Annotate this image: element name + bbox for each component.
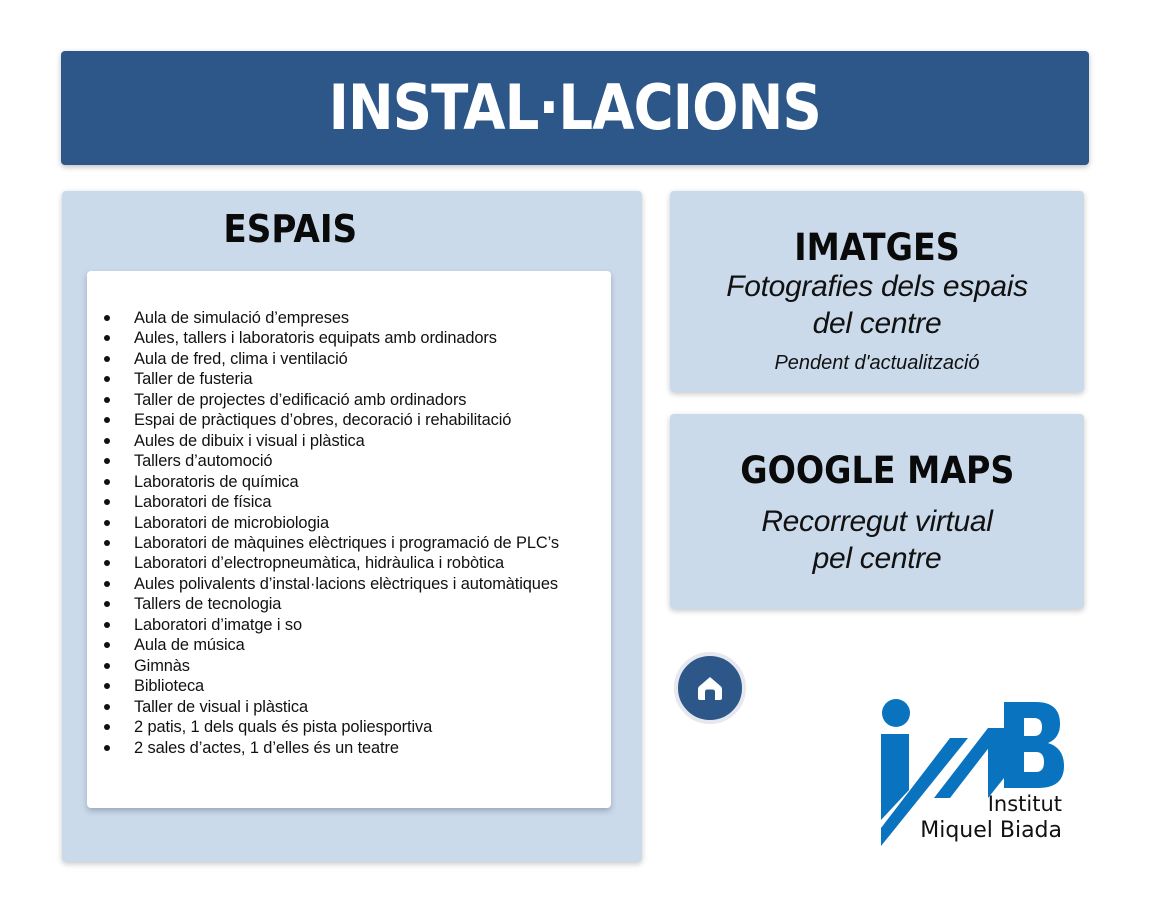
bullet-icon bbox=[104, 315, 110, 321]
list-item: Tallers de tecnologia bbox=[104, 594, 559, 614]
logo-text-name: Miquel Biada bbox=[920, 818, 1062, 843]
list-item: Aula de fred, clima i ventilació bbox=[104, 349, 559, 369]
bullet-icon bbox=[104, 724, 110, 731]
imatges-card[interactable]: IMATGES Fotografies dels espais del cent… bbox=[670, 191, 1084, 392]
bullet-icon bbox=[104, 662, 110, 669]
list-item: Aules polivalents d’instal·lacions elèct… bbox=[104, 574, 559, 594]
institut-logo: Institut Miquel Biada bbox=[878, 698, 1068, 848]
list-item: Aula de música bbox=[104, 635, 559, 655]
google-maps-subtitle-line2: pel centre bbox=[812, 542, 942, 575]
list-item: Laboratori d’imatge i so bbox=[104, 615, 559, 635]
bullet-icon bbox=[104, 560, 110, 567]
bullet-icon bbox=[104, 437, 110, 444]
page-header: INSTAL·LACIONS bbox=[61, 51, 1089, 165]
google-maps-heading: GOOGLE MAPS bbox=[739, 449, 1015, 492]
list-item: 2 patis, 1 dels quals és pista poliespor… bbox=[104, 717, 559, 737]
google-maps-subtitle-line1: Recorregut virtual bbox=[761, 505, 993, 538]
page-title: INSTAL·LACIONS bbox=[328, 71, 822, 144]
list-item: Laboratori d’electropneumàtica, hidràuli… bbox=[104, 553, 559, 573]
bullet-icon bbox=[104, 539, 110, 546]
google-maps-card[interactable]: GOOGLE MAPS Recorregut virtual pel centr… bbox=[670, 414, 1084, 609]
home-icon bbox=[698, 677, 722, 700]
bullet-icon bbox=[104, 744, 110, 751]
espais-heading-wrap: ESPAIS bbox=[0, 210, 580, 248]
bullet-icon bbox=[104, 355, 110, 362]
bullet-icon bbox=[104, 519, 110, 526]
imatges-pending-note: Pendent d'actualització bbox=[774, 352, 980, 374]
bullet-icon bbox=[104, 580, 110, 587]
list-item: Laboratori de física bbox=[104, 492, 559, 512]
bullet-icon bbox=[104, 621, 110, 628]
bullet-icon bbox=[104, 335, 110, 342]
bullet-icon bbox=[104, 458, 110, 465]
list-item: Espai de pràctiques d’obres, decoració i… bbox=[104, 410, 559, 430]
home-button[interactable] bbox=[674, 652, 746, 724]
list-item: Laboratoris de química bbox=[104, 472, 559, 492]
list-item: 2 sales d’actes, 1 d’elles és un teatre bbox=[104, 738, 559, 758]
list-item: Taller de projectes d’edificació amb ord… bbox=[104, 390, 559, 410]
list-item: Biblioteca bbox=[104, 676, 559, 696]
imatges-subtitle-line2: del centre bbox=[812, 307, 942, 340]
bullet-icon bbox=[104, 478, 110, 485]
list-item: Gimnàs bbox=[104, 656, 559, 676]
espais-heading: ESPAIS bbox=[223, 207, 357, 251]
imb-logo-mark-icon bbox=[881, 699, 1064, 846]
bullet-icon bbox=[104, 376, 110, 383]
logo-text-institut: Institut bbox=[987, 792, 1062, 816]
espais-list: Aula de simulació d’empreses Aules, tall… bbox=[104, 308, 559, 758]
list-item: Taller de fusteria bbox=[104, 369, 559, 389]
bullet-icon bbox=[104, 642, 110, 649]
list-item: Tallers d’automoció bbox=[104, 451, 559, 471]
bullet-icon bbox=[104, 703, 110, 710]
bullet-icon bbox=[104, 499, 110, 506]
bullet-icon bbox=[104, 396, 110, 403]
bullet-icon bbox=[104, 601, 110, 608]
imatges-subtitle-line1: Fotografies dels espais bbox=[726, 270, 1028, 303]
bullet-icon bbox=[104, 683, 110, 690]
list-item: Aula de simulació d’empreses bbox=[104, 308, 559, 328]
list-item: Laboratori de microbiologia bbox=[104, 513, 559, 533]
list-item: Laboratori de màquines elèctriques i pro… bbox=[104, 533, 559, 553]
list-item: Taller de visual i plàstica bbox=[104, 697, 559, 717]
list-item: Aules de dibuix i visual i plàstica bbox=[104, 431, 559, 451]
imatges-heading: IMATGES bbox=[794, 226, 960, 269]
list-item: Aules, tallers i laboratoris equipats am… bbox=[104, 328, 559, 348]
bullet-icon bbox=[104, 417, 110, 424]
espais-list-card: Aula de simulació d’empreses Aules, tall… bbox=[87, 271, 611, 808]
